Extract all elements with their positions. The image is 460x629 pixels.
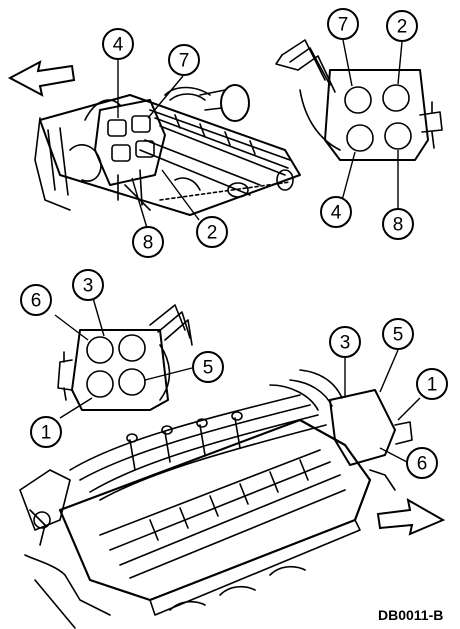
callouts-top-left: 4 7 8 2 — [102, 28, 228, 258]
svg-text:3: 3 — [83, 276, 94, 297]
callout-number: 7 — [168, 44, 200, 76]
svg-text:3: 3 — [340, 333, 351, 354]
callout-number: 5 — [382, 318, 414, 350]
callout-number: 1 — [30, 416, 62, 448]
direction-arrow-right — [376, 498, 446, 536]
callout-number: 7 — [327, 8, 359, 40]
callouts-bottom-left: 6 3 5 1 — [20, 269, 224, 448]
svg-text:1: 1 — [427, 375, 438, 396]
svg-text:2: 2 — [207, 223, 218, 244]
svg-text:5: 5 — [393, 325, 404, 346]
svg-text:5: 5 — [203, 358, 214, 379]
callout-number: 6 — [20, 284, 52, 316]
bottom-right-engine-drawing — [19, 369, 413, 629]
svg-text:8: 8 — [143, 233, 154, 254]
callout-number: 4 — [320, 196, 352, 228]
svg-text:7: 7 — [338, 15, 349, 36]
callout-number: 5 — [192, 351, 224, 383]
callouts-bottom-right: 3 5 1 6 — [329, 318, 448, 479]
callout-number: 3 — [329, 326, 361, 358]
svg-text:4: 4 — [113, 35, 124, 56]
svg-text:6: 6 — [31, 291, 42, 312]
bottom-left-coil-drawing — [57, 304, 193, 411]
svg-text:2: 2 — [397, 17, 408, 38]
top-left-engine-drawing — [34, 84, 301, 216]
callouts-top-right: 7 2 4 8 — [320, 8, 418, 240]
callout-number: 3 — [72, 269, 104, 301]
callout-number: 4 — [102, 28, 134, 60]
direction-arrow-left — [7, 60, 76, 97]
callout-number: 6 — [406, 447, 438, 479]
callout-number: 1 — [416, 368, 448, 400]
svg-text:7: 7 — [179, 51, 190, 72]
svg-text:4: 4 — [331, 203, 342, 224]
svg-text:6: 6 — [417, 454, 428, 475]
top-right-coil-drawing — [275, 39, 443, 161]
svg-text:8: 8 — [393, 215, 404, 236]
callout-leader-lines — [54, 39, 421, 463]
svg-text:1: 1 — [41, 423, 52, 444]
callout-number: 8 — [382, 208, 414, 240]
callout-number: 8 — [132, 226, 164, 258]
callout-number: 2 — [196, 216, 228, 248]
callout-number: 2 — [386, 10, 418, 42]
figure-code: DB0011-B — [378, 607, 443, 623]
